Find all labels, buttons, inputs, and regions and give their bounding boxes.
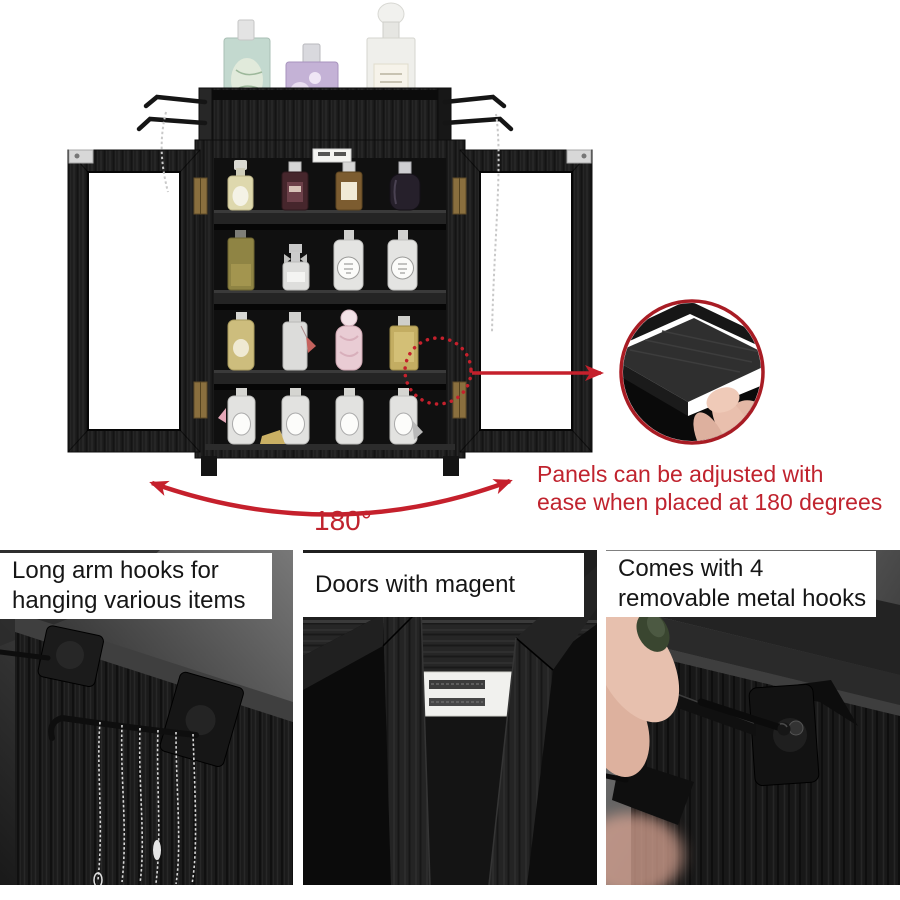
necklace-chains xyxy=(97,721,197,885)
hook-bracket xyxy=(37,625,104,688)
cabinet-foot xyxy=(201,456,217,476)
inset-upper-shelf-edge xyxy=(623,303,761,352)
hand-blur xyxy=(606,813,683,885)
shelf-row-3-bottles xyxy=(227,309,419,371)
shelf-row-2-bottles xyxy=(227,230,418,291)
shelf xyxy=(214,370,446,390)
adjust-note: Panels can be adjusted with ease when pl… xyxy=(537,460,882,516)
board-edge-face xyxy=(631,610,900,705)
perfume-bottle xyxy=(227,312,255,371)
corner-bracket xyxy=(68,149,94,164)
perfume-bottle xyxy=(260,388,310,445)
cabinet-foot xyxy=(443,456,459,476)
hook-rod xyxy=(48,714,199,741)
perfume-bottle xyxy=(389,161,421,211)
hook-bracket xyxy=(159,671,244,767)
perfume-bottle xyxy=(335,388,364,445)
perfume-bottle xyxy=(333,230,364,291)
left-glass-door xyxy=(67,149,201,453)
corner-bracket xyxy=(566,149,592,164)
feature-caption-line: Comes with 4 xyxy=(618,555,764,582)
shelf xyxy=(214,210,446,230)
adjust-note-line-1: Panels can be adjusted with xyxy=(537,461,824,487)
adjust-note-line-2: ease when placed at 180 degrees xyxy=(537,489,883,515)
perfume-bottle xyxy=(389,388,423,445)
inset-shelf-panel xyxy=(623,318,761,418)
shelf-row-1-bottles xyxy=(227,160,421,211)
perfume-bottle xyxy=(227,230,255,291)
feature-caption-line: hanging various items xyxy=(12,587,246,614)
right-glass-door xyxy=(459,149,593,453)
perfume-bottle xyxy=(282,244,310,291)
feature-caption: Doors with magent xyxy=(303,553,584,617)
perfume-bottle xyxy=(387,230,418,291)
rotation-arc-arrow xyxy=(149,478,513,517)
perfume-bottle xyxy=(335,161,363,211)
shelf xyxy=(214,290,446,310)
feature-caption-line: Doors with magent xyxy=(315,571,516,598)
rotation-degree-label: 180° xyxy=(314,505,372,536)
feature-caption-line: Long arm hooks for xyxy=(12,557,219,584)
hook-rod xyxy=(0,649,51,661)
feature-caption-line: removable metal hooks xyxy=(618,585,867,612)
left-door-corner xyxy=(303,607,431,885)
fingers xyxy=(606,607,680,778)
perfume-bottle xyxy=(227,160,254,211)
necklace-pendant xyxy=(93,872,103,885)
necklace-pendant xyxy=(153,840,161,860)
hanging-chain xyxy=(160,111,500,333)
perfume-bottle xyxy=(218,388,256,445)
long-arm-hooks-right xyxy=(442,94,514,132)
feature-caption: Long arm hooks for hanging various items xyxy=(0,553,272,619)
zoom-inset xyxy=(619,299,765,445)
cabinet-side-board xyxy=(15,632,293,885)
top-tray xyxy=(198,87,452,147)
focus-dashed-circle xyxy=(403,336,473,406)
perfume-bottle xyxy=(281,161,309,211)
feature-caption: Comes with 4 removable metal hooks xyxy=(606,551,876,617)
shelf-row-4-bottles xyxy=(218,388,423,445)
perfume-bottle xyxy=(282,312,316,371)
hinge xyxy=(193,177,467,419)
long-arm-hooks-left xyxy=(136,94,208,132)
hero-photo xyxy=(67,2,765,517)
perfume-bottle xyxy=(335,309,363,371)
